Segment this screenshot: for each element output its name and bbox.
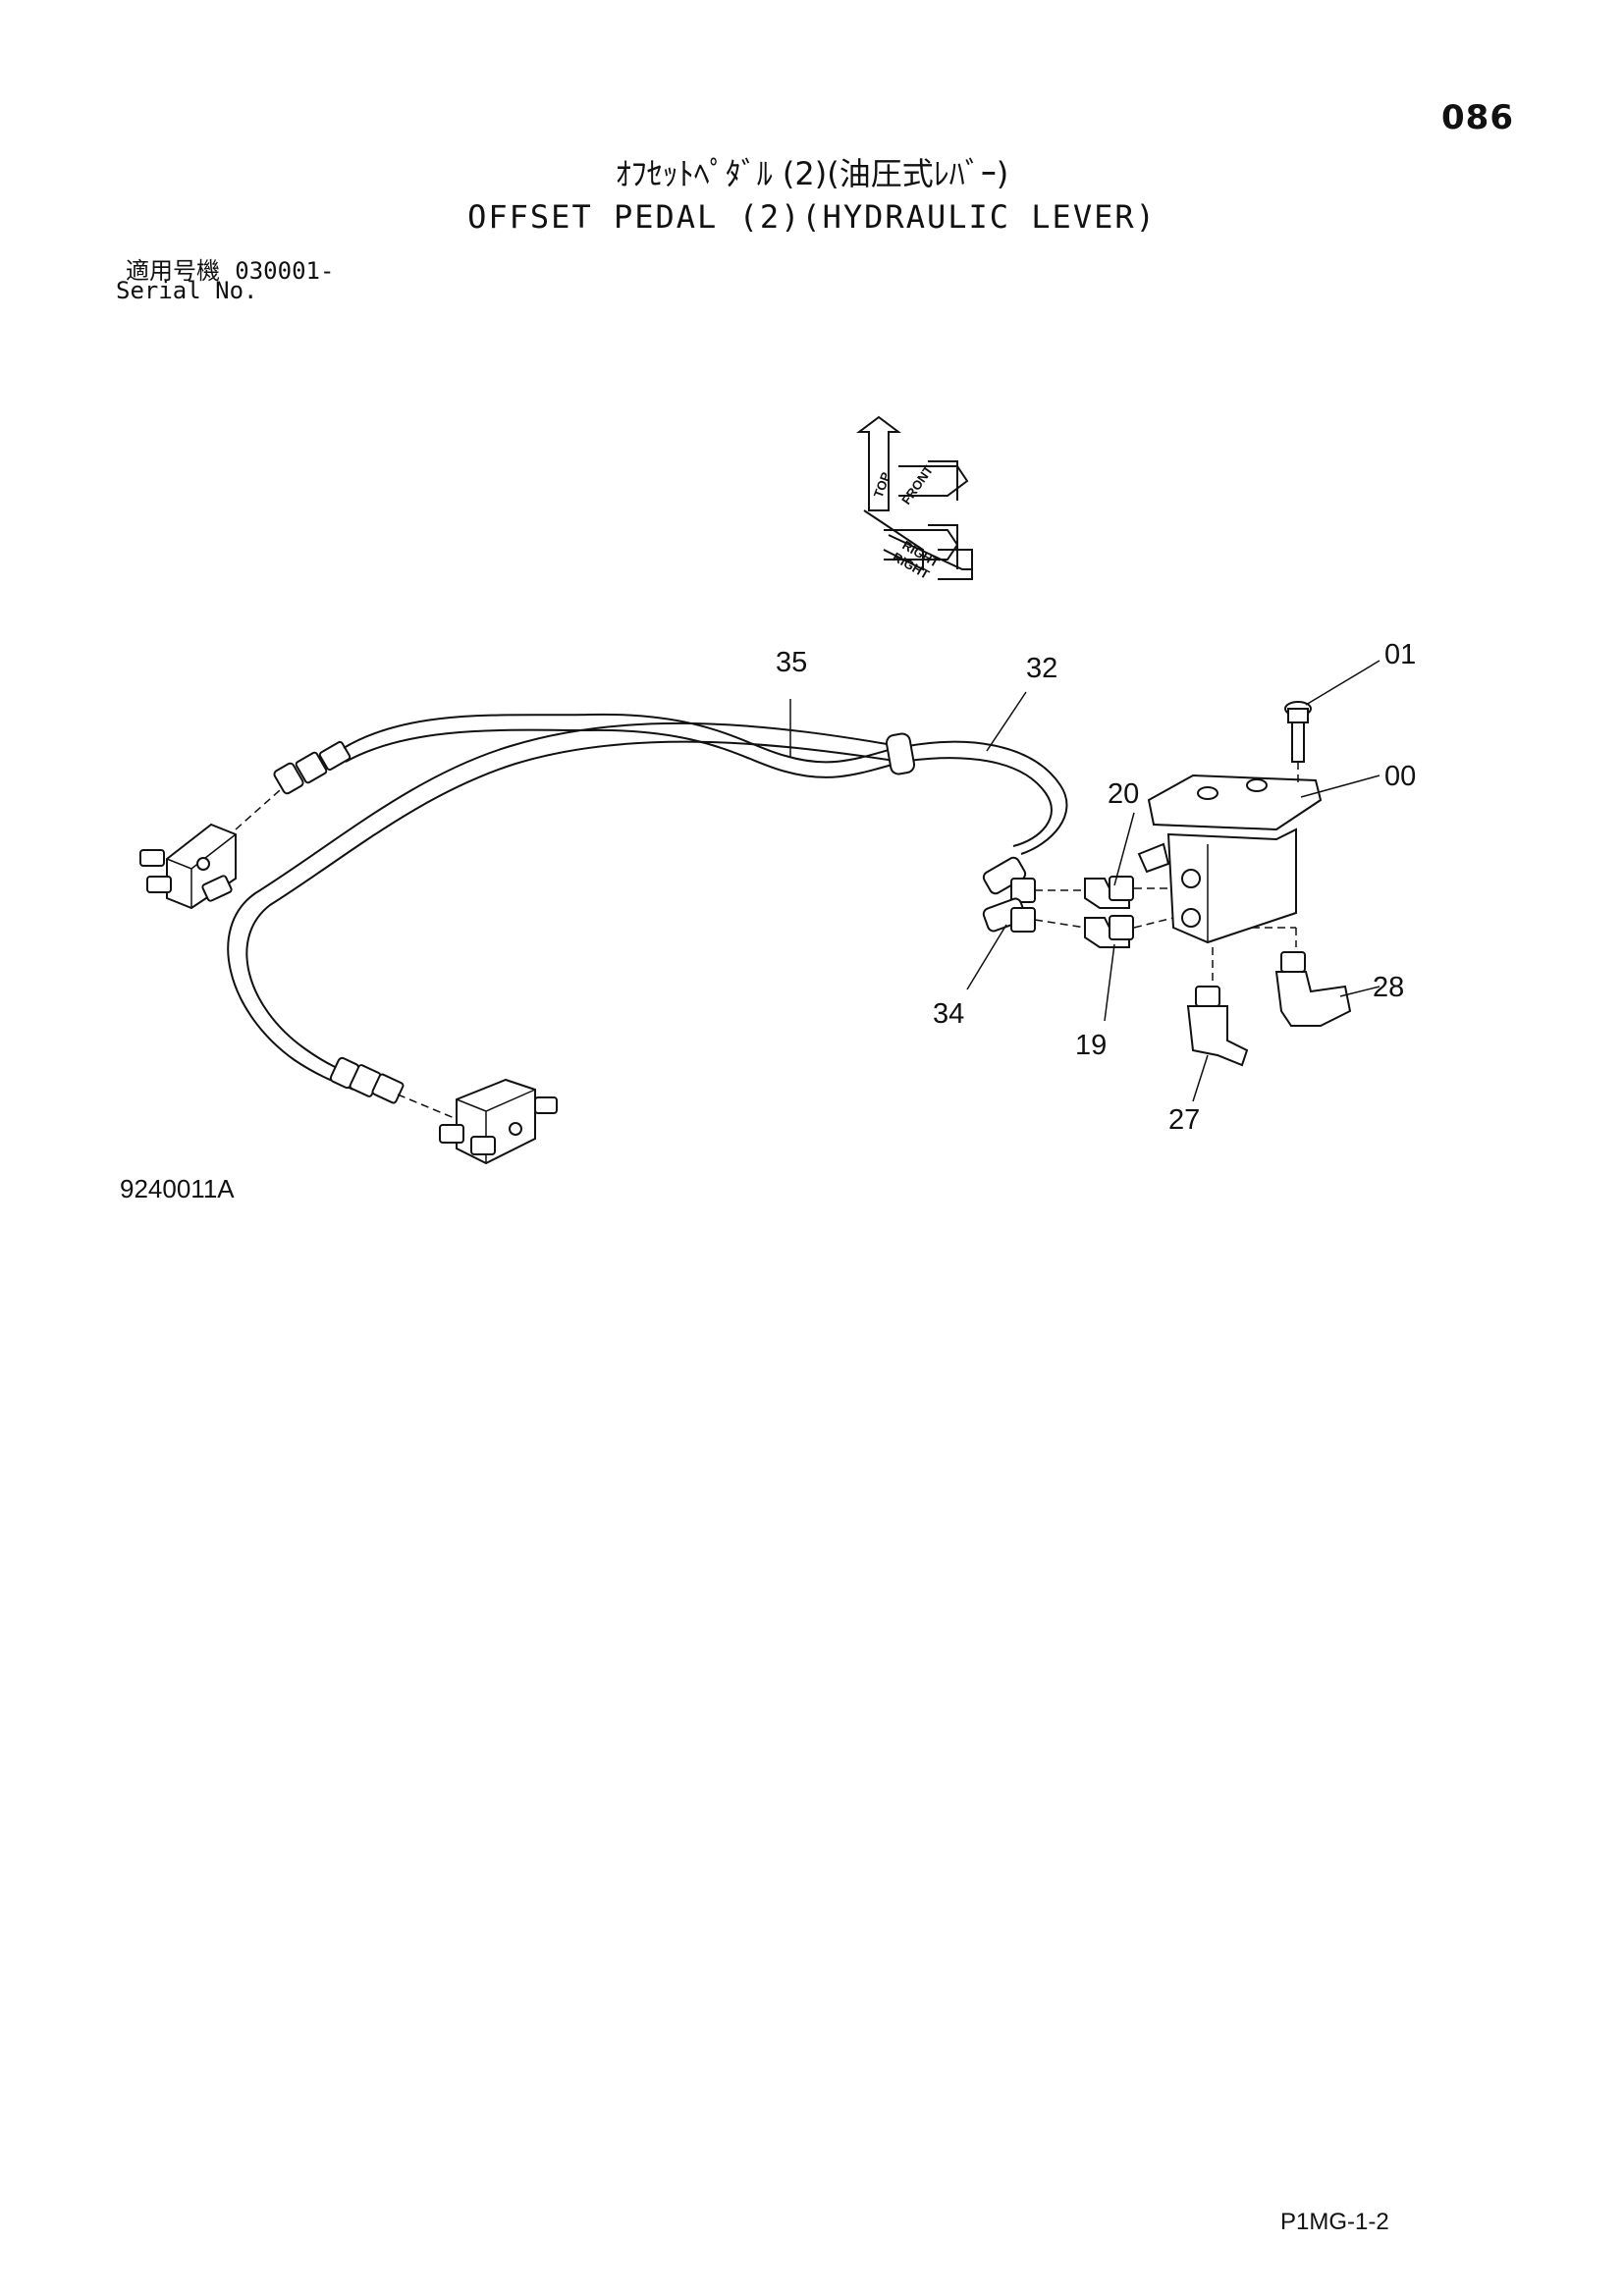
orientation-indicator: TOP FRONT RIGHT RIGHT bbox=[856, 415, 973, 582]
serial-label-japanese: 適用号機 bbox=[126, 257, 220, 285]
callout-28: 28 bbox=[1373, 972, 1404, 1003]
sheet-code: P1MG-1-2 bbox=[1280, 2209, 1389, 2235]
elbow-27 bbox=[1186, 986, 1249, 1067]
page-number: 086 bbox=[1441, 98, 1514, 137]
callout-00: 00 bbox=[1384, 761, 1416, 792]
elbow-28 bbox=[1274, 951, 1352, 1027]
bolt-01 bbox=[1284, 701, 1312, 785]
serial-number-row: 適用号機 030001- bbox=[126, 251, 334, 286]
leader-lines bbox=[789, 660, 1380, 1102]
pedal-valve-00 bbox=[1137, 774, 1323, 982]
callout-01: 01 bbox=[1384, 639, 1416, 670]
elbows-20-19 bbox=[1084, 876, 1174, 948]
orientation-label-top: TOP bbox=[871, 470, 893, 500]
valve-block-left bbox=[139, 789, 281, 910]
serial-value: 030001- bbox=[235, 257, 335, 285]
serial-label-english: Serial No. bbox=[116, 277, 258, 304]
orientation-label-front: FRONT bbox=[898, 462, 936, 507]
diagram-code: 9240011A bbox=[120, 1174, 235, 1203]
valve-block-lower bbox=[439, 1078, 558, 1165]
callout-27: 27 bbox=[1168, 1104, 1200, 1136]
page-title-english: OFFSET PEDAL (2)(HYDRAULIC LEVER) bbox=[467, 198, 1157, 236]
hose-fitting-lower-left bbox=[329, 1056, 458, 1120]
callout-35: 35 bbox=[776, 647, 807, 678]
page-title-japanese: ｵﾌｾｯﾄﾍﾟﾀﾞﾙ (2)(油圧式ﾚﾊﾞｰ) bbox=[615, 155, 1009, 192]
hose-35 bbox=[343, 713, 904, 778]
fittings-34 bbox=[982, 856, 1086, 933]
callout-19: 19 bbox=[1075, 1030, 1107, 1061]
callout-32: 32 bbox=[1026, 653, 1057, 684]
callout-34: 34 bbox=[933, 998, 964, 1030]
callout-20: 20 bbox=[1108, 778, 1139, 810]
hose-32 bbox=[227, 721, 1068, 1091]
hose-fitting-upper-left bbox=[273, 740, 352, 795]
